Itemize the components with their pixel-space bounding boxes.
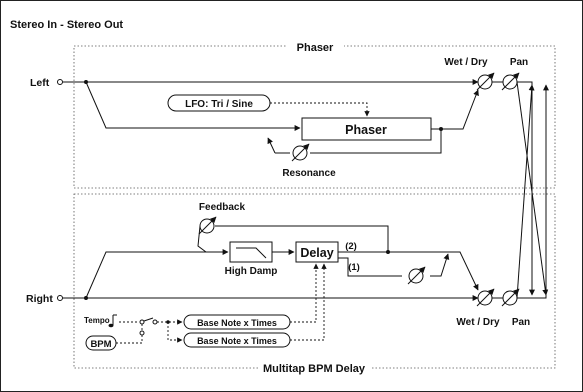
lfo-label: LFO: Tri / Sine <box>185 99 253 110</box>
bpm-box[interactable] <box>85 335 117 351</box>
wet-dry-knob-bottom[interactable] <box>476 288 495 307</box>
delay-section-frame <box>73 193 556 369</box>
tempo-switch-node-a <box>139 319 145 325</box>
delay-section-title: Multitap BPM Delay <box>263 363 366 375</box>
resonance-knob[interactable] <box>291 143 310 162</box>
bpm-label: BPM <box>90 339 111 350</box>
tap1-level-knob[interactable] <box>407 266 426 285</box>
phaser-section-title: Phaser <box>297 42 334 54</box>
feedback-knob[interactable] <box>198 216 217 235</box>
high-damp-block <box>229 241 273 263</box>
tempo-switch-node-b <box>152 319 158 325</box>
pan-knob-top[interactable] <box>501 72 520 91</box>
base-note-label-2: Base Note x Times <box>197 336 277 346</box>
left-input-jack <box>57 79 63 85</box>
tempo-label: Tempo <box>84 316 110 325</box>
phaser-block-label: Phaser <box>345 123 387 137</box>
pan-label-bottom: Pan <box>512 317 530 328</box>
page-title: Stereo In - Stereo Out <box>10 19 123 31</box>
right-input-jack <box>57 295 63 301</box>
left-input-label: Left <box>30 77 50 89</box>
feedback-label: Feedback <box>199 202 246 213</box>
tap1-label: (1) <box>348 262 360 273</box>
tap2-label: (2) <box>345 241 357 252</box>
tempo-note-icon <box>108 314 117 328</box>
pan-label-top: Pan <box>510 57 528 68</box>
pan-knob-bottom[interactable] <box>501 288 520 307</box>
high-damp-label: High Damp <box>225 266 278 277</box>
right-input-label: Right <box>26 293 53 305</box>
base-note-label-1: Base Note x Times <box>197 318 277 328</box>
wet-dry-label-bottom: Wet / Dry <box>456 317 500 328</box>
resonance-label: Resonance <box>282 168 336 179</box>
delay-block-label: Delay <box>300 246 333 260</box>
wet-dry-label-top: Wet / Dry <box>444 57 488 68</box>
wet-dry-knob-top[interactable] <box>476 72 495 91</box>
